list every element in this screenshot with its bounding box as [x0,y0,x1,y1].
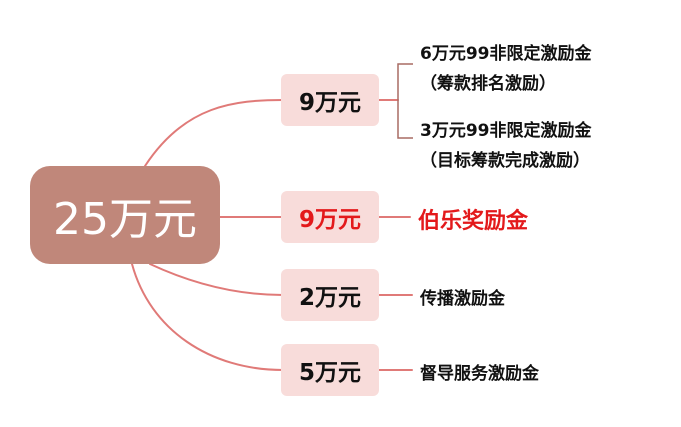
leaf-label-3: 传播激励金 [420,289,505,309]
amount-node-4: 5万元 [281,344,379,396]
amount-node-1: 9万元 [281,74,379,126]
amount-node-3: 2万元 [281,269,379,321]
connector-root-to-branch-3 [149,263,284,296]
leaf-label-4: 督导服务激励金 [420,364,539,384]
amount-label-4: 5万元 [298,360,361,386]
sub-leaf-1-line-2: （筹款排名激励） [420,74,556,94]
amount-label-3: 2万元 [298,285,361,311]
amount-label-1: 9万元 [298,90,361,116]
sub-bracket [397,63,413,139]
connector-root-to-branch-1 [144,99,284,167]
sub-leaf-2-line-2: （目标筹款完成激励） [420,151,590,171]
amount-label-2: 9万元 [298,207,361,233]
root-node: 25万元 [30,166,220,264]
connector-root-to-branch-4 [131,263,284,371]
amount-node-2: 9万元 [281,191,379,243]
sub-leaf-1-line-1: 6万元99非限定激励金 [420,44,592,64]
leaf-highlight-label: 伯乐奖励金 [418,209,529,234]
sub-leaf-2-line-1: 3万元99非限定激励金 [420,121,592,141]
root-label: 25万元 [53,194,197,245]
